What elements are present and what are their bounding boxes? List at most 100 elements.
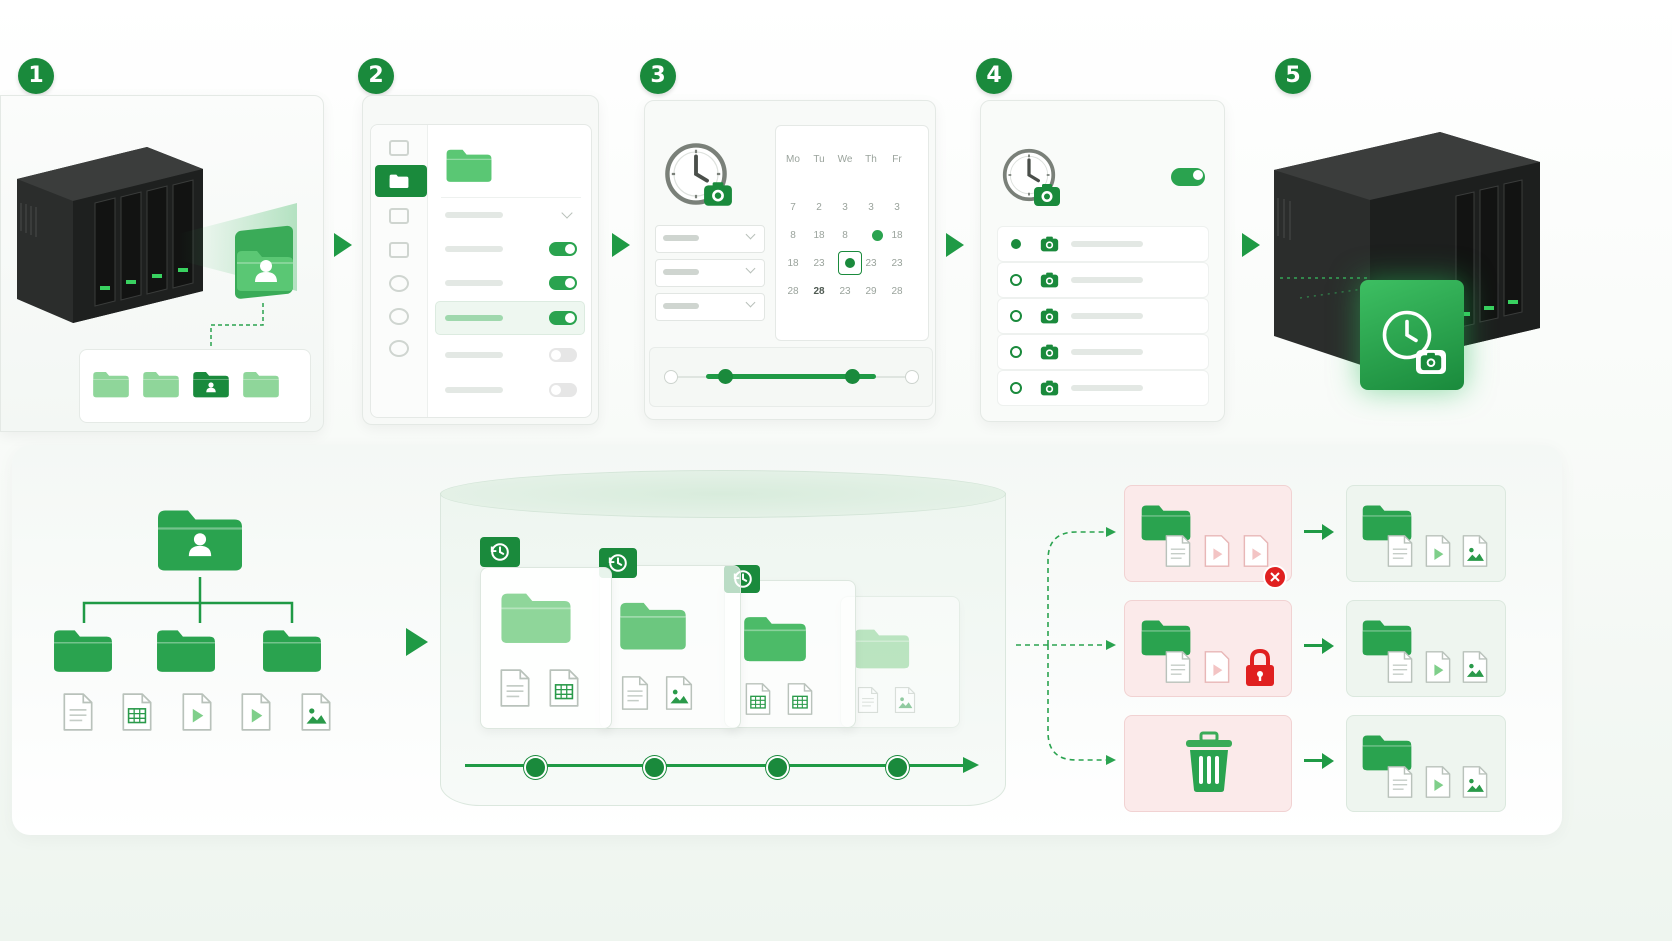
document-icon xyxy=(1387,651,1413,683)
snapshot-label xyxy=(1071,277,1143,283)
sidebar-item[interactable] xyxy=(389,242,409,258)
folder-icon xyxy=(854,628,910,670)
spreadsheet-icon xyxy=(745,683,771,715)
folder-icon xyxy=(92,371,130,398)
calendar-day[interactable]: 8 xyxy=(842,230,848,241)
toggle-switch[interactable] xyxy=(549,311,577,325)
slider-range xyxy=(706,374,876,379)
sidebar-item-active[interactable] xyxy=(375,165,427,197)
slider-end-left[interactable] xyxy=(664,370,678,384)
snapshot-label xyxy=(1071,241,1143,247)
document-icon xyxy=(1165,651,1191,683)
image-icon xyxy=(894,686,916,714)
snapshot-timeline xyxy=(465,764,965,767)
timeline-dot xyxy=(1010,274,1022,286)
video-icon xyxy=(1204,651,1230,683)
chevron-down-icon[interactable] xyxy=(561,207,573,219)
restore-arrow xyxy=(1304,644,1326,647)
folder-icon xyxy=(500,592,572,644)
toggle-switch[interactable] xyxy=(549,276,577,290)
calendar-header: We xyxy=(837,154,853,165)
sidebar-item[interactable] xyxy=(389,340,409,357)
user-icon xyxy=(188,533,212,557)
timeline-dot xyxy=(1010,346,1022,358)
toggle-switch[interactable] xyxy=(549,242,577,256)
selected-folder[interactable] xyxy=(192,368,230,400)
corrupted-video-icon xyxy=(1204,535,1230,567)
image-icon xyxy=(665,676,693,710)
calendar-day[interactable]: 23 xyxy=(891,258,903,269)
sidebar-item[interactable] xyxy=(389,308,409,325)
calendar-day[interactable]: 28 xyxy=(787,286,799,297)
sidebar-item[interactable] xyxy=(389,275,409,292)
setting-row xyxy=(445,246,503,252)
calendar-day[interactable]: 7 xyxy=(790,202,796,213)
camera-icon xyxy=(1040,344,1059,360)
tree-connector xyxy=(82,577,294,623)
timeline-dot xyxy=(1010,382,1022,394)
nas-icon xyxy=(17,147,203,323)
timeline-point[interactable] xyxy=(886,756,909,779)
calendar-day-selected[interactable] xyxy=(838,251,862,275)
snapshot-clock-badge xyxy=(480,537,520,567)
calendar-day[interactable]: 3 xyxy=(868,202,874,213)
toggle-switch[interactable] xyxy=(549,348,577,362)
timeline-point[interactable] xyxy=(524,756,547,779)
calendar-day[interactable]: 8 xyxy=(790,230,796,241)
slider-handle-start[interactable] xyxy=(718,369,733,384)
snapshot-label xyxy=(1071,313,1143,319)
calendar-day[interactable]: 3 xyxy=(894,202,900,213)
clock-icon xyxy=(1382,310,1432,360)
calendar-day-marked[interactable] xyxy=(872,230,883,241)
snapshot-cube xyxy=(1360,280,1464,390)
timeline-dot xyxy=(1010,310,1022,322)
document-icon xyxy=(857,686,879,714)
arrow-step-4-5 xyxy=(1242,233,1260,257)
restore-arrow-head xyxy=(1322,524,1334,540)
calendar-day[interactable]: 18 xyxy=(891,230,903,241)
timeline-point[interactable] xyxy=(643,756,666,779)
calendar-day[interactable]: 23 xyxy=(839,286,851,297)
dropdown-value xyxy=(663,235,699,241)
toggle-switch[interactable] xyxy=(1171,168,1205,186)
step-1-panel xyxy=(0,95,324,432)
video-icon xyxy=(1425,766,1451,798)
document-icon xyxy=(1387,766,1413,798)
arrow-step-2-3 xyxy=(612,233,630,257)
snapshot-row[interactable] xyxy=(997,226,1209,262)
range-slider[interactable] xyxy=(649,347,933,407)
document-icon xyxy=(1387,535,1413,567)
connector-dashed xyxy=(210,303,264,349)
schedule-dropdown[interactable] xyxy=(655,259,765,287)
calendar-day[interactable]: 2 xyxy=(816,202,822,213)
image-icon xyxy=(1462,766,1488,798)
sidebar-item[interactable] xyxy=(389,208,409,224)
step-badge-4: 4 xyxy=(976,58,1012,94)
sidebar-item[interactable] xyxy=(389,140,409,156)
corrupted-file-icon xyxy=(1243,535,1269,567)
calendar-day[interactable]: 29 xyxy=(865,286,877,297)
calendar-day[interactable]: 18 xyxy=(813,230,825,241)
folder-strip xyxy=(79,349,311,423)
calendar-day[interactable]: 23 xyxy=(813,258,825,269)
slider-end-right[interactable] xyxy=(905,370,919,384)
video-icon xyxy=(1425,535,1451,567)
user-icon xyxy=(206,382,216,393)
calendar-day[interactable]: 28 xyxy=(813,286,825,297)
toggle-switch[interactable] xyxy=(549,383,577,397)
slider-handle-end[interactable] xyxy=(845,369,860,384)
timeline-point[interactable] xyxy=(766,756,789,779)
setting-row xyxy=(445,212,503,218)
arrow-step-1-2 xyxy=(334,233,352,257)
camera-icon xyxy=(1034,184,1060,206)
video-icon xyxy=(241,693,271,731)
calendar-day[interactable]: 3 xyxy=(842,202,848,213)
image-icon xyxy=(1462,651,1488,683)
settings-divider xyxy=(441,197,581,198)
arrow-step-3-4 xyxy=(946,233,964,257)
folder-icon xyxy=(389,174,409,189)
calendar-day[interactable]: 18 xyxy=(787,258,799,269)
video-icon xyxy=(1425,651,1451,683)
calendar-day[interactable]: 23 xyxy=(865,258,877,269)
calendar-day[interactable]: 28 xyxy=(891,286,903,297)
